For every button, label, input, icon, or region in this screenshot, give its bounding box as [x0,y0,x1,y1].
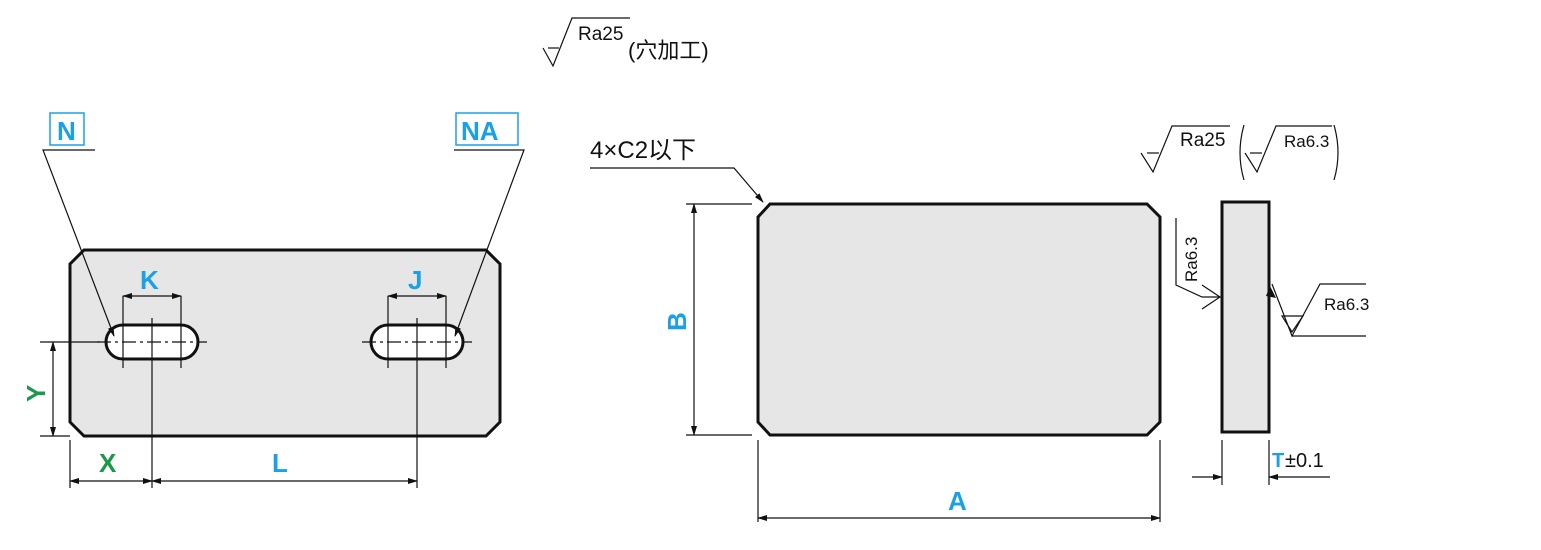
side-finish-symbol [1140,125,1230,174]
a-label: A [948,486,967,516]
side-finish-open-paren [1239,124,1245,181]
b-label: B [662,312,692,331]
side-right-finish-symbol [1271,283,1366,338]
hole-finish-ra: Ra25 [578,24,623,45]
na-leader-line [454,149,525,337]
y-label: Y [21,385,51,402]
side-finish-paren-ra: Ra6.3 [1284,132,1329,151]
hole-finish-symbol [542,17,630,68]
na-label-box [455,112,519,146]
na-label: NA [461,116,499,146]
slotted-plate-view: K J N NA Y X L [21,112,525,488]
l-label: L [272,448,288,478]
x-label: X [99,448,117,478]
side-vertical-ra: Ra6.3 [1182,237,1201,282]
side-finish-ra: Ra25 [1180,130,1225,151]
side-finish-close-paren [1333,124,1339,181]
side-right-ra: Ra6.3 [1324,295,1369,314]
j-label: J [408,265,422,295]
n-leader-line [42,149,115,337]
side-view-outline [1220,200,1271,434]
t-tolerance: ±0.1 [1285,450,1324,472]
n-label-box [49,112,85,146]
t-label: T [1272,450,1284,472]
hole-finish-text: (穴加工) [628,38,709,63]
slot-hole-lines [122,296,447,488]
side-finish-paren-symbol [1244,125,1332,174]
plain-plate-view: 4×C2以下 B A [590,137,1162,522]
n-label: N [57,116,76,146]
k-label: K [140,265,159,295]
side-vertical-finish-symbol [1175,218,1220,298]
plain-plate-outline [756,202,1162,437]
chamfer-note: 4×C2以下 [590,137,696,164]
side-view: Ra25 Ra6.3 Ra6.3 Ra6.3 T ±0.1 [1140,124,1369,485]
chamfer-leader [590,167,764,203]
